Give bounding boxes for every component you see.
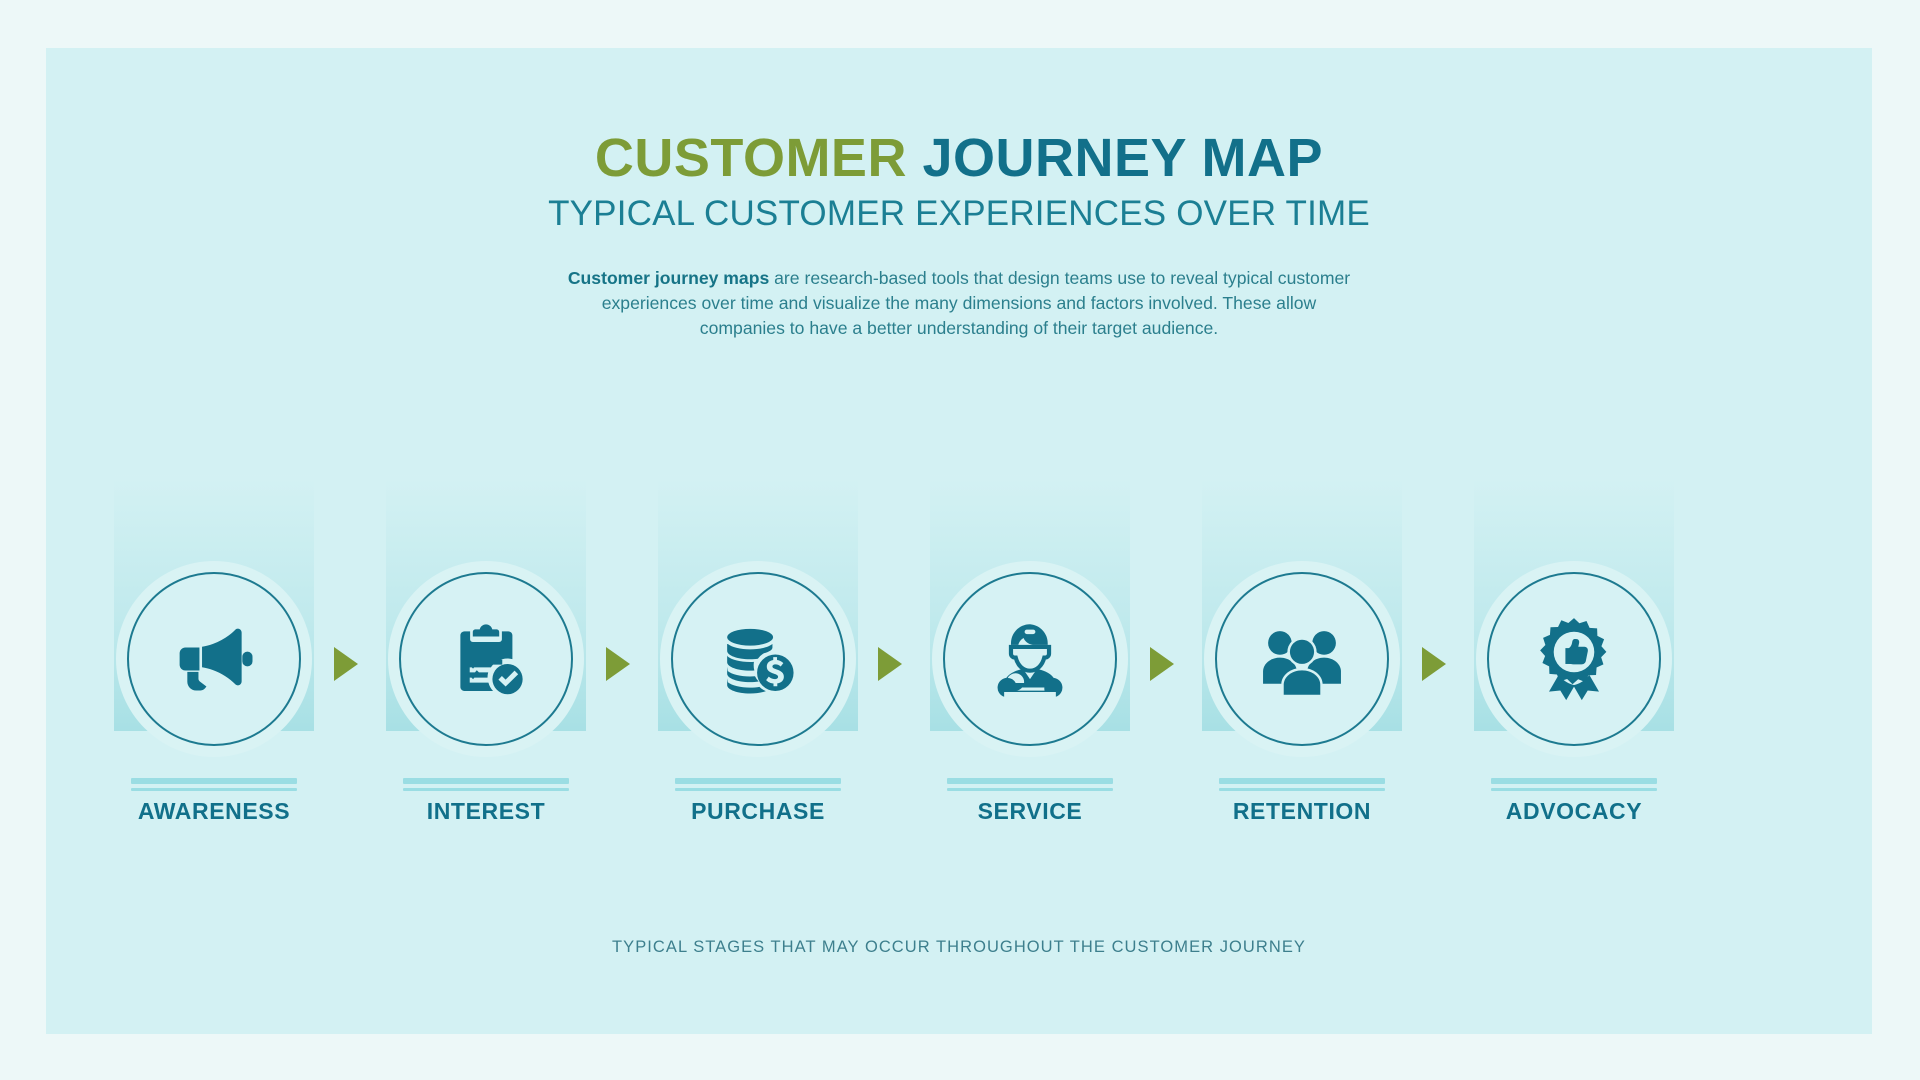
stage-interest[interactable]: INTEREST	[386, 475, 586, 855]
stage-awareness[interactable]: AWARENESS	[114, 475, 314, 855]
underline-thin	[947, 788, 1113, 791]
underline-thin	[1219, 788, 1385, 791]
title-accent-word: CUSTOMER	[594, 128, 907, 188]
people-group-icon	[1215, 572, 1389, 746]
infographic-panel: CUSTOMER JOURNEY MAP TYPICAL CUSTOMER EX…	[46, 48, 1872, 1034]
underline-thick	[947, 778, 1113, 784]
title-main-words: JOURNEY MAP	[922, 128, 1324, 188]
underline-thin	[1491, 788, 1657, 791]
stage-label: SERVICE	[977, 798, 1083, 824]
header: CUSTOMER JOURNEY MAP TYPICAL CUSTOMER EX…	[46, 130, 1872, 341]
badge-thumbs-up-icon	[1487, 572, 1661, 746]
underline-thick	[675, 778, 841, 784]
underline-thin	[131, 788, 297, 791]
stage-purchase[interactable]: PURCHASE	[658, 475, 858, 855]
label-underline	[1491, 778, 1657, 791]
underline-thick	[131, 778, 297, 784]
triangle-right-icon	[1150, 647, 1176, 681]
stage-label: INTEREST	[426, 798, 546, 824]
intro-bold-lead: Customer journey maps	[567, 267, 770, 288]
stage-service[interactable]: SERVICE	[930, 475, 1130, 855]
megaphone-icon	[127, 572, 301, 746]
coins-dollar-icon	[671, 572, 845, 746]
page-subtitle: TYPICAL CUSTOMER EXPERIENCES OVER TIME	[548, 194, 1370, 234]
intro-body-text: are research-based tools that design tea…	[601, 267, 1351, 338]
clipboard-check-icon	[399, 572, 573, 746]
label-underline	[131, 778, 297, 791]
underline-thick	[403, 778, 569, 784]
underline-thick	[1219, 778, 1385, 784]
triangle-right-icon	[606, 647, 632, 681]
stage-label: PURCHASE	[691, 798, 825, 824]
label-underline	[947, 778, 1113, 791]
label-underline	[675, 778, 841, 791]
stage-row: AWARENESS	[46, 475, 1872, 855]
triangle-right-icon	[878, 647, 904, 681]
underline-thick	[1491, 778, 1657, 784]
service-worker-wrench-icon	[943, 572, 1117, 746]
page-title: CUSTOMER JOURNEY MAP	[46, 130, 1872, 186]
stage-label: AWARENESS	[137, 798, 291, 824]
icon-ring	[671, 572, 845, 746]
underline-thin	[403, 788, 569, 791]
stage-advocacy[interactable]: ADVOCACY	[1474, 475, 1674, 855]
stage-label: ADVOCACY	[1505, 798, 1643, 824]
intro-paragraph: Customer journey maps are research-based…	[564, 266, 1354, 341]
stage-label: RETENTION	[1232, 798, 1372, 824]
underline-thin	[675, 788, 841, 791]
triangle-right-icon	[1422, 647, 1448, 681]
label-underline	[403, 778, 569, 791]
triangle-right-icon	[334, 647, 360, 681]
label-underline	[1219, 778, 1385, 791]
stage-retention[interactable]: RETENTION	[1202, 475, 1402, 855]
footer-caption: TYPICAL STAGES THAT MAY OCCUR THROUGHOUT…	[612, 938, 1306, 956]
